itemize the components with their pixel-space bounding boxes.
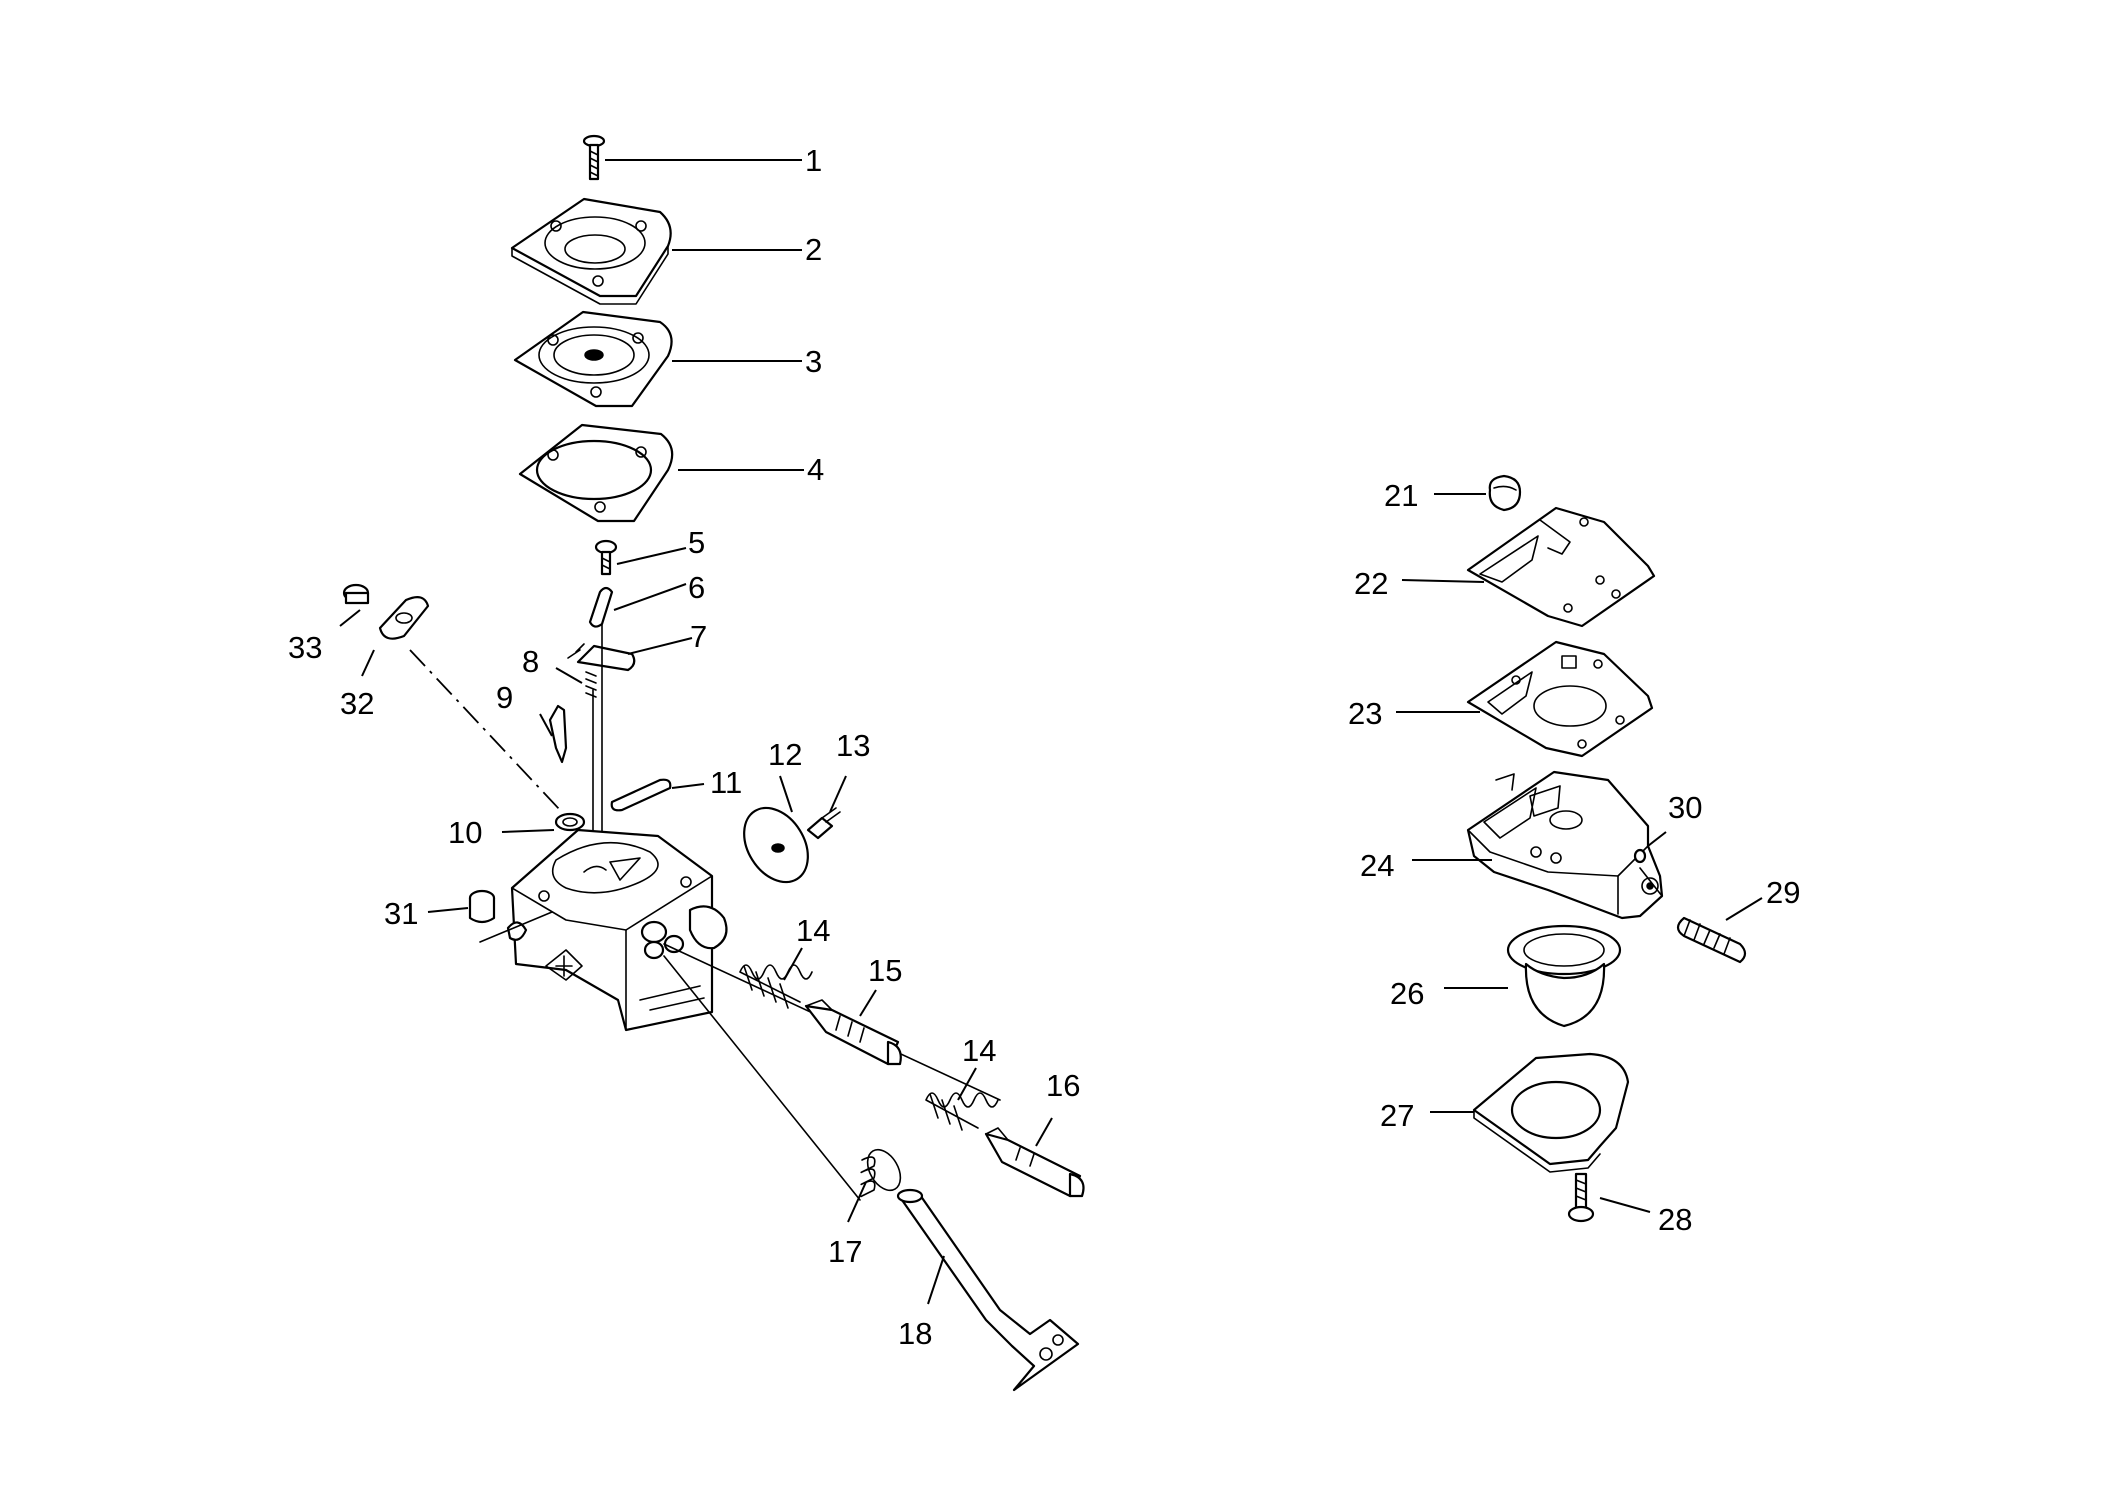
part-31-plug <box>468 889 496 924</box>
leader-17 <box>847 1181 867 1223</box>
leader-5 <box>616 547 687 565</box>
callout-2: 2 <box>805 232 822 267</box>
callout-15: 15 <box>868 953 902 988</box>
part-28-screw <box>1567 1172 1595 1223</box>
callout-9: 9 <box>496 680 513 715</box>
part-4-gasket <box>518 423 674 523</box>
leader-13 <box>829 775 847 813</box>
callout-29: 29 <box>1766 875 1800 910</box>
leader-29 <box>1725 897 1763 921</box>
leader-11 <box>671 783 705 789</box>
callout-33: 33 <box>288 630 322 665</box>
part-3-pump-diaphragm <box>513 310 673 408</box>
part-22-metering-cover <box>1466 506 1656 628</box>
part-15-adjusting-needle <box>804 999 902 1066</box>
part-33-cap <box>342 583 370 605</box>
callout-30: 30 <box>1668 790 1702 825</box>
part-26-primer-bulb <box>1506 924 1622 1028</box>
callout-6: 6 <box>688 570 705 605</box>
leader-12 <box>779 775 793 813</box>
callout-26: 26 <box>1390 976 1424 1011</box>
leader-33 <box>339 609 361 627</box>
callout-3: 3 <box>805 344 822 379</box>
part-9-inlet-needle <box>548 704 568 764</box>
part-6-pin <box>588 586 614 628</box>
part-24-pump-body <box>1466 770 1664 920</box>
leader-7 <box>627 637 693 655</box>
part-14-spring-upper <box>739 964 813 1009</box>
leader-14b <box>957 1067 977 1101</box>
callout-1: 1 <box>805 143 822 178</box>
leader-28 <box>1599 1197 1651 1213</box>
part-5-screw <box>594 539 618 576</box>
callout-13: 13 <box>836 728 870 763</box>
leader-10 <box>501 829 555 833</box>
leader-22 <box>1401 579 1485 583</box>
needle-axis-line <box>663 943 1001 1201</box>
callout-27: 27 <box>1380 1098 1414 1133</box>
callout-4: 4 <box>807 452 824 487</box>
callout-22: 22 <box>1354 566 1388 601</box>
callout-11: 11 <box>710 765 742 800</box>
part-12-throttle-disc <box>743 806 809 884</box>
part-10-o-ring <box>554 812 586 832</box>
carburetor-body <box>479 828 728 1032</box>
callout-16: 16 <box>1046 1068 1080 1103</box>
callout-7: 7 <box>690 619 707 654</box>
part-27-retainer-plate <box>1472 1052 1630 1173</box>
part-11-plug <box>610 778 672 812</box>
callout-8: 8 <box>522 644 539 679</box>
leader-8 <box>555 667 583 684</box>
part-7-control-lever <box>567 643 636 672</box>
part-2-pump-cover <box>510 197 672 305</box>
part-14-spring-lower <box>925 1092 999 1131</box>
leader-16 <box>1035 1117 1053 1147</box>
leader-31 <box>427 907 469 913</box>
part-18-throttle-shaft <box>896 1188 1080 1392</box>
part-16-adjusting-needle <box>984 1127 1085 1198</box>
part-17-spring <box>860 1148 902 1198</box>
part-21-cap <box>1488 474 1522 512</box>
leader-18 <box>927 1255 945 1305</box>
callout-17: 17 <box>828 1234 862 1269</box>
leader-14a <box>783 947 803 981</box>
callout-12: 12 <box>768 737 802 772</box>
callout-18: 18 <box>898 1316 932 1351</box>
callout-14-upper: 14 <box>796 913 830 948</box>
callout-31: 31 <box>384 896 418 931</box>
part-29-screw <box>1676 916 1747 964</box>
centerline-32 <box>409 649 561 811</box>
callout-23: 23 <box>1348 696 1382 731</box>
leader-6 <box>613 583 687 611</box>
callout-10: 10 <box>448 815 482 850</box>
part-32-gasket <box>378 595 430 640</box>
callout-21: 21 <box>1384 478 1418 513</box>
leader-15 <box>859 989 877 1017</box>
callout-32: 32 <box>340 686 374 721</box>
part-1-screw <box>582 134 606 181</box>
callout-28: 28 <box>1658 1202 1692 1237</box>
leader-32 <box>361 649 375 677</box>
leader-30 <box>1647 831 1667 847</box>
part-23-gasket <box>1466 640 1654 758</box>
callout-24: 24 <box>1360 848 1394 883</box>
part-30-check-valve <box>1633 848 1647 864</box>
leader-9 <box>539 713 553 737</box>
callout-14-lower: 14 <box>962 1033 996 1068</box>
part-13-screw <box>806 807 841 840</box>
callout-5: 5 <box>688 525 705 560</box>
part-8-spring <box>585 671 597 698</box>
